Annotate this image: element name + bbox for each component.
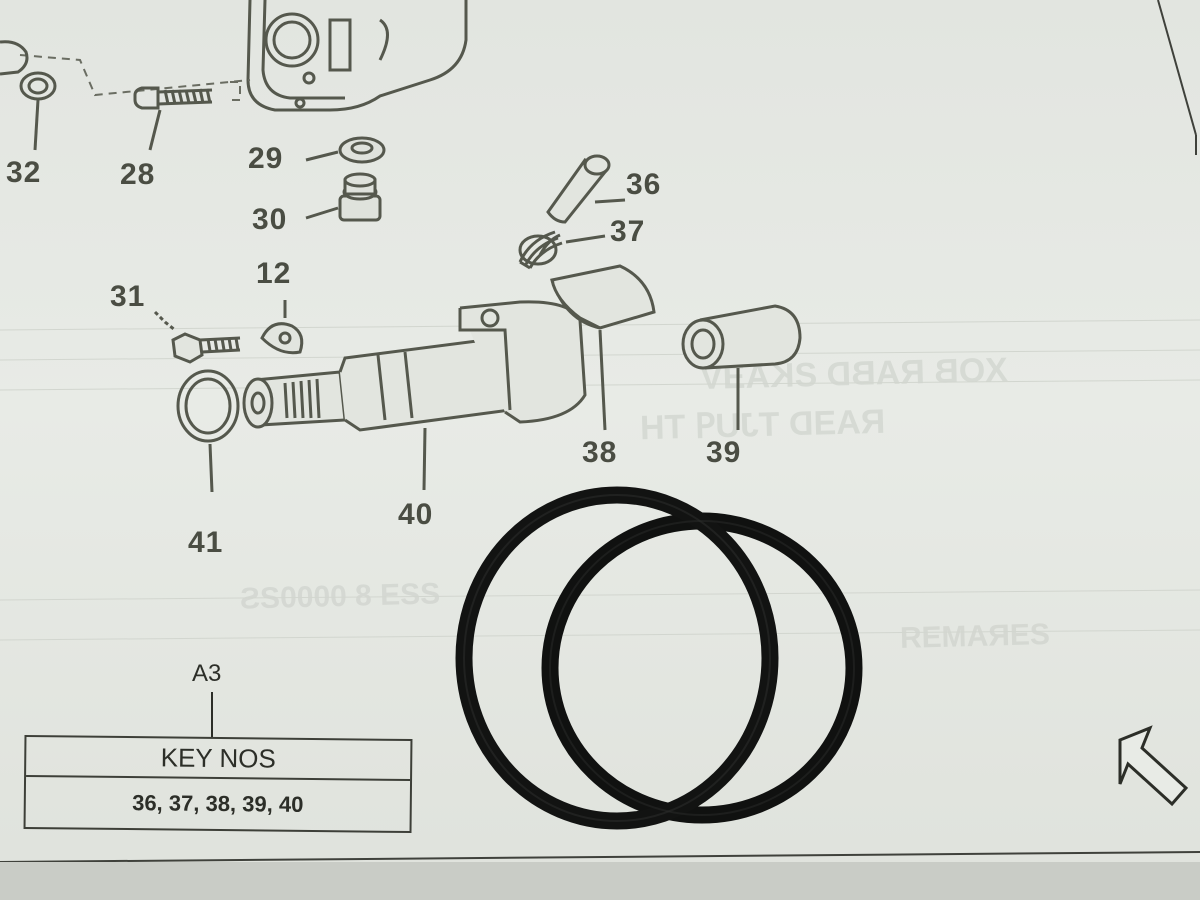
part-31 (153, 310, 241, 364)
key-table-header: KEY NOS (26, 736, 411, 782)
callout-30: 30 (252, 203, 288, 236)
part-28 (133, 86, 213, 151)
key-table-values: 36, 37, 38, 39, 40 (132, 790, 304, 817)
part-38 (550, 264, 656, 431)
gearbox-housing (246, 0, 468, 112)
callout-12: 12 (256, 257, 292, 290)
part-29 (305, 136, 386, 164)
sheet-reference: A3 (192, 660, 222, 687)
key-numbers-table: KEY NOS 36, 37, 38, 39, 40 (23, 734, 413, 834)
o-ring-photo (455, 486, 863, 830)
page-edge (0, 0, 1200, 863)
part-37 (518, 230, 606, 270)
callout-37: 37 (610, 215, 646, 248)
callout-29: 29 (248, 142, 284, 175)
callout-38: 38 (582, 436, 618, 469)
page-shadow (0, 862, 1200, 900)
callout-28: 28 (120, 158, 156, 191)
callout-39: 39 (706, 436, 742, 469)
callout-31: 31 (110, 280, 146, 313)
part-36 (546, 154, 626, 224)
part-40 (242, 300, 587, 491)
part-39 (681, 304, 802, 430)
callout-40: 40 (398, 498, 434, 531)
part-12 (260, 300, 304, 355)
page-arrow-icon (1118, 725, 1189, 807)
page-ruling (0, 319, 1200, 641)
callout-36: 36 (626, 168, 662, 201)
part-30 (305, 172, 382, 222)
dashed-leader (19, 54, 251, 101)
part-41 (176, 369, 240, 493)
part-32 (0, 40, 57, 151)
callout-32: 32 (6, 156, 42, 189)
callout-41: 41 (188, 526, 224, 559)
